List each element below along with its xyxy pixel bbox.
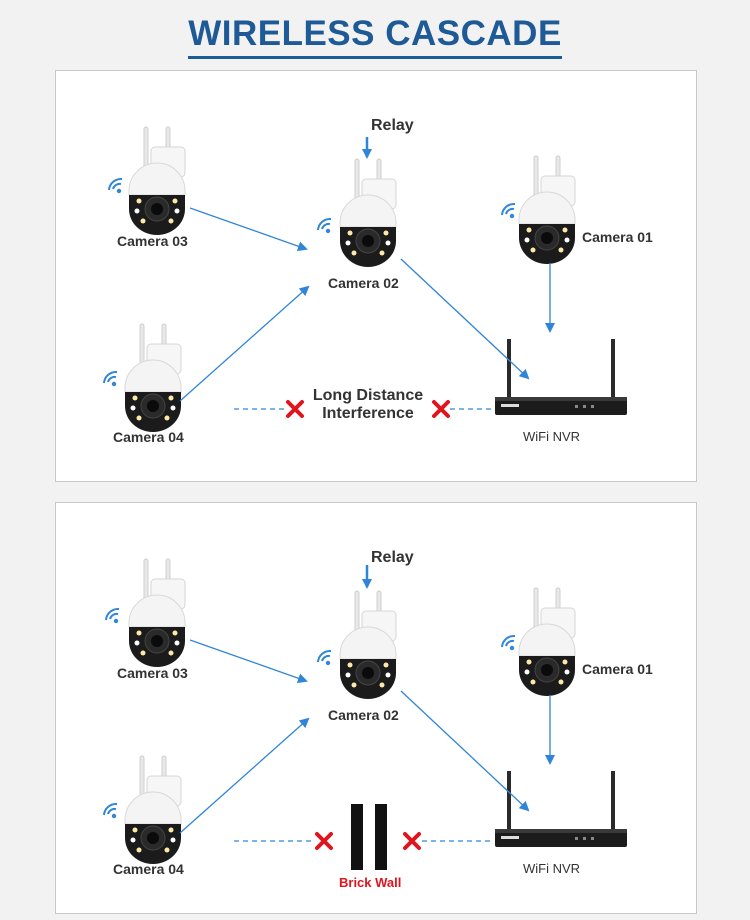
blocked-x-icon (403, 832, 421, 850)
arrow-cam02-to-nvr (400, 258, 530, 380)
camera-04-wifi-icon (103, 802, 118, 820)
page-title: WIRELESS CASCADE (0, 14, 750, 59)
diagram-panel-brick-wall: Relay Camera 03 Camera 02 Camera 01 Came… (55, 502, 697, 914)
camera-02-icon (339, 590, 397, 700)
wifi-nvr-icon (495, 339, 627, 415)
brick-wall-icon (351, 804, 387, 870)
camera-02-wifi-icon (317, 217, 332, 235)
obstacle-line-1: Long Distance (312, 387, 424, 404)
camera-02-icon (339, 158, 397, 268)
arrow-cam03-to-cam02 (189, 207, 308, 252)
brick-wall-label: Brick Wall (339, 875, 402, 890)
arrow-cam03-to-cam02 (189, 639, 308, 684)
camera-02-label: Camera 02 (328, 707, 399, 723)
arrow-cam02-to-nvr (400, 690, 530, 812)
diagram-canvas (103, 126, 627, 433)
nvr-label: WiFi NVR (523, 861, 581, 876)
camera-03-label: Camera 03 (117, 665, 188, 681)
obstacle-label: Long Distance Interference (308, 387, 428, 423)
camera-01-wifi-icon (501, 634, 516, 652)
diagram-panel-long-distance: Relay Camera 03 Camera 02 Camera 01 Came… (55, 70, 697, 482)
wifi-nvr-icon (495, 771, 627, 847)
diagram-canvas (103, 558, 627, 870)
camera-04-label: Camera 04 (113, 861, 184, 877)
obstacle-line-2: Interference (322, 405, 414, 422)
arrow-cam04-to-cam02 (179, 285, 310, 402)
camera-02-label: Camera 02 (328, 275, 399, 291)
blocked-x-icon (315, 832, 333, 850)
camera-04-label: Camera 04 (113, 429, 184, 445)
camera-01-label: Camera 01 (582, 229, 653, 245)
camera-01-icon (518, 587, 576, 697)
relay-label: Relay (371, 549, 414, 566)
arrow-cam04-to-cam02 (179, 717, 310, 834)
camera-03-icon (128, 126, 186, 236)
camera-01-wifi-icon (501, 202, 516, 220)
camera-04-icon (124, 755, 182, 865)
camera-03-icon (128, 558, 186, 668)
camera-03-wifi-icon (108, 177, 123, 195)
camera-03-label: Camera 03 (117, 233, 188, 249)
camera-01-icon (518, 155, 576, 265)
nvr-label: WiFi NVR (523, 429, 581, 444)
camera-02-wifi-icon (317, 649, 332, 667)
camera-01-label: Camera 01 (582, 661, 653, 677)
camera-04-wifi-icon (103, 370, 118, 388)
relay-label: Relay (371, 117, 414, 134)
blocked-x-icon (286, 400, 304, 418)
camera-03-wifi-icon (105, 607, 120, 625)
blocked-x-icon (432, 400, 450, 418)
camera-04-icon (124, 323, 182, 433)
